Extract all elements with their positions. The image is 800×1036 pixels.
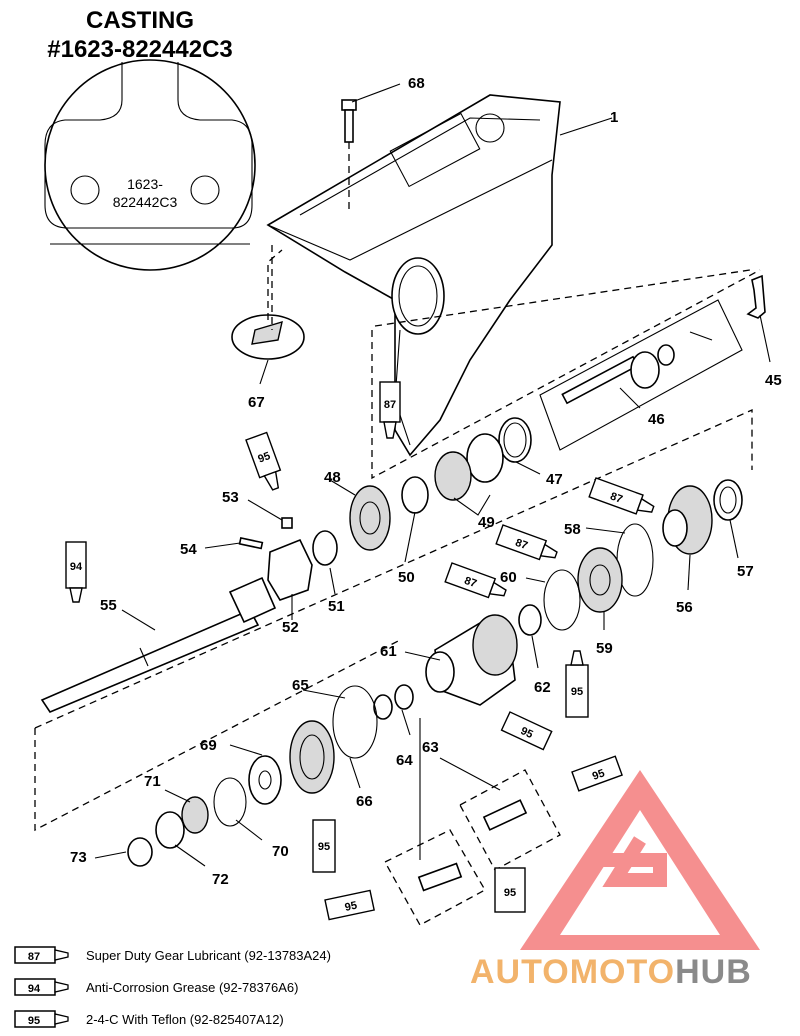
tube-95-ring: 95	[312, 819, 336, 873]
callout-52: 52	[282, 619, 299, 636]
tube-95-bearing: 95	[565, 650, 589, 718]
callout-60: 60	[500, 569, 517, 586]
svg-text:95: 95	[344, 900, 358, 914]
callout-65: 65	[292, 677, 309, 694]
legend-item-87: 87 Super Duty Gear Lubricant (92-13783A2…	[14, 943, 331, 967]
callout-66: 66	[356, 793, 373, 810]
shift-shaft-assembly	[539, 299, 743, 451]
callout-54: 54	[180, 541, 197, 558]
callout-63: 63	[422, 739, 439, 756]
tube-87-reverse: 87	[588, 477, 655, 515]
watermark-logo	[520, 770, 760, 950]
casting-title: CASTING #1623-822442C3	[20, 6, 260, 64]
bearing-carrier	[425, 614, 518, 706]
propeller-shaft	[40, 576, 277, 713]
callout-64: 64	[396, 752, 413, 769]
callout-71: 71	[144, 773, 161, 790]
legend-text-87: Super Duty Gear Lubricant (92-13783A24)	[86, 947, 331, 963]
callout-61: 61	[380, 643, 397, 660]
legend-item-94: 94 Anti-Corrosion Grease (92-78376A6)	[14, 975, 298, 999]
svg-text:95: 95	[256, 450, 272, 465]
tube-95-lower-left: 95	[324, 889, 375, 921]
callout-72: 72	[212, 871, 229, 888]
svg-text:95: 95	[28, 1015, 40, 1027]
tube-95-upper: 95	[245, 431, 282, 491]
tube-95-icon: 95	[14, 1010, 69, 1028]
callout-62: 62	[534, 679, 551, 696]
lubricant-tubes: 87 95 94 87 87 87 95	[65, 381, 655, 921]
svg-text:95: 95	[571, 686, 583, 698]
callout-70: 70	[272, 843, 289, 860]
leader-lines	[94, 83, 771, 867]
casting-inset: 1623- 822442C3	[44, 59, 256, 271]
callout-69: 69	[200, 737, 217, 754]
watermark-wordmark: AUTOMOTOHUB	[470, 953, 752, 991]
forward-gear-bearings	[349, 417, 532, 551]
callout-51: 51	[328, 598, 345, 615]
svg-text:87: 87	[384, 399, 396, 411]
callout-numbers: 1 68 67 45 46 47 48 49 50 51 52 53 54 55…	[70, 75, 782, 888]
callout-50: 50	[398, 569, 415, 586]
tube-87-seal: 87	[444, 562, 507, 599]
bolt	[341, 99, 357, 212]
tube-87-carrier: 87	[495, 524, 558, 561]
oil-seal-outer	[394, 684, 414, 710]
callout-73: 73	[70, 849, 87, 866]
callout-45: 45	[765, 372, 782, 389]
callout-49: 49	[478, 514, 495, 531]
svg-text:95: 95	[519, 725, 535, 741]
svg-text:95: 95	[591, 767, 607, 782]
svg-text:87: 87	[28, 951, 40, 963]
clutch-assembly	[238, 517, 338, 601]
trim-tab-anode	[231, 249, 305, 360]
callout-55: 55	[100, 597, 117, 614]
callout-1: 1	[610, 109, 618, 126]
callout-47: 47	[546, 471, 563, 488]
inset-number-line1: 1623-	[127, 176, 163, 192]
tube-94-shaft: 94	[65, 541, 87, 603]
svg-text:95: 95	[318, 841, 330, 853]
tube-95-carrier: 95	[500, 711, 553, 751]
tube-95-right: 95	[571, 755, 623, 792]
callout-58: 58	[564, 521, 581, 538]
retaining-clip	[746, 274, 766, 319]
tube-87-icon: 87	[14, 946, 69, 964]
tube-95-lower-right: 95	[494, 867, 526, 913]
casting-title-line2: #1623-822442C3	[47, 36, 233, 63]
legend-text-95: 2-4-C With Teflon (92-825407A12)	[86, 1011, 284, 1027]
svg-text:87: 87	[514, 537, 530, 552]
callout-68: 68	[408, 75, 425, 92]
cover-nut-assembly	[127, 685, 378, 867]
gear-housing	[266, 94, 561, 457]
callout-53: 53	[222, 489, 239, 506]
callout-59: 59	[596, 640, 613, 657]
callout-48: 48	[324, 469, 341, 486]
svg-text:87: 87	[463, 575, 479, 590]
callout-67: 67	[248, 394, 265, 411]
callout-57: 57	[737, 563, 754, 580]
legend-item-95: 95 2-4-C With Teflon (92-825407A12)	[14, 1007, 284, 1031]
callout-56: 56	[676, 599, 693, 616]
tube-87-vertical: 87	[379, 381, 401, 439]
callout-46: 46	[648, 411, 665, 428]
svg-text:95: 95	[504, 887, 516, 899]
svg-text:94: 94	[70, 561, 83, 573]
legend-text-94: Anti-Corrosion Grease (92-78376A6)	[86, 979, 299, 995]
reverse-gear-bearings	[518, 479, 743, 636]
svg-text:94: 94	[28, 983, 41, 995]
svg-text:87: 87	[609, 490, 625, 505]
inset-number-line2: 822442C3	[113, 194, 178, 210]
casting-title-line1: CASTING	[86, 7, 194, 34]
oil-seal-inner	[373, 694, 393, 720]
tube-94-icon: 94	[14, 978, 69, 996]
